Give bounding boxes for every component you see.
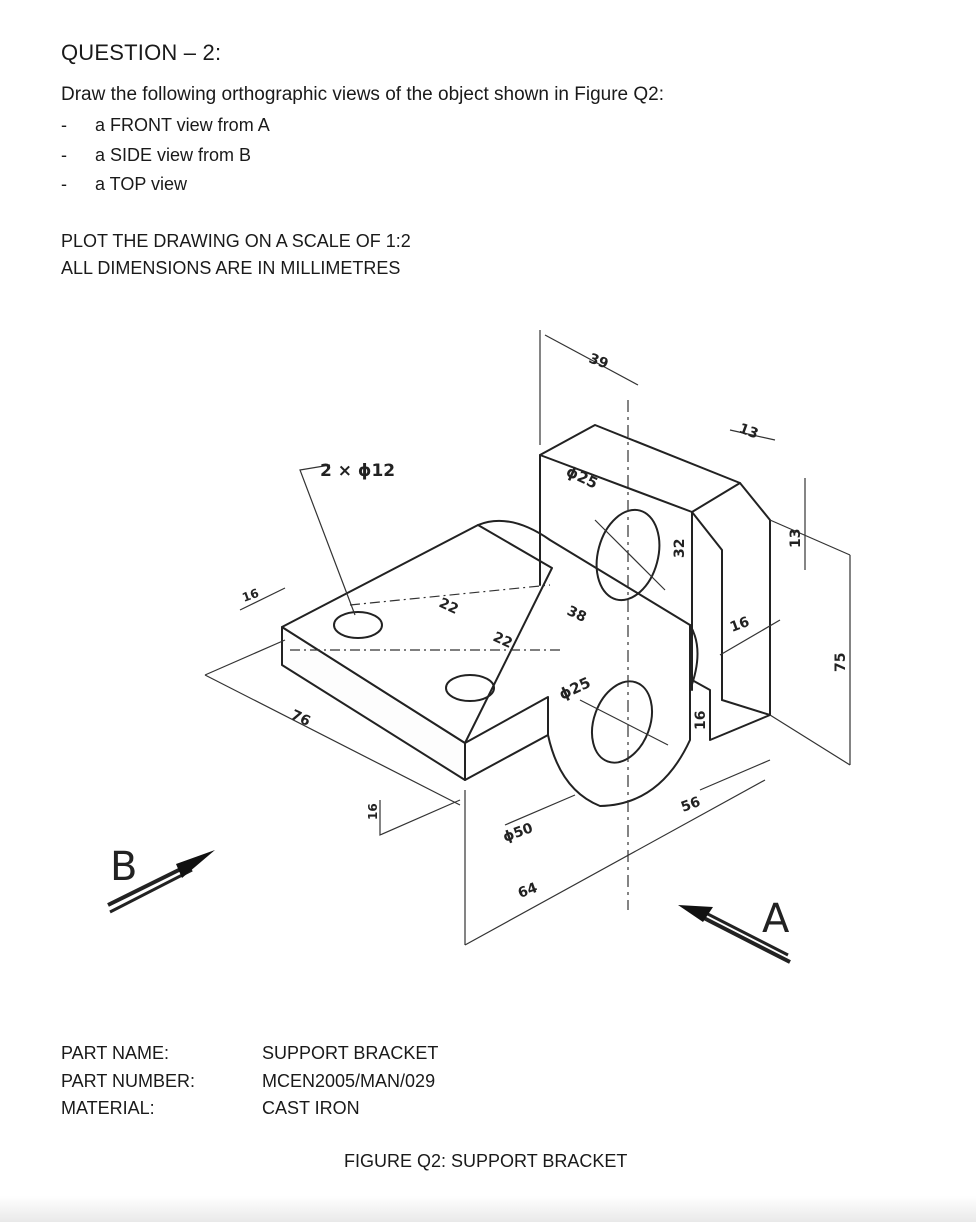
dim-25-mid: ϕ25 [556,673,593,703]
base-block [281,519,691,781]
dim-39: 39 [587,351,611,373]
dim-38: 38 [564,603,588,626]
upright-plate [539,424,771,741]
part-info: PART NAME: SUPPORT BRACKET PART NUMBER: … [61,1041,561,1124]
bullet-dash: - [61,174,67,194]
part-label: PART NAME: [61,1043,170,1063]
view-text: a TOP view [95,174,188,194]
dim-13: 13 [737,421,761,443]
dim-75: 75 [833,653,849,672]
half-cylinder [547,624,699,807]
dim-16-left: 16 [240,586,260,605]
view-arrows [107,850,791,964]
view-text: a SIDE view from B [95,144,252,165]
question-intro: Draw the following orthographic views of… [61,84,665,105]
part-label: PART NUMBER: [61,1070,196,1091]
part-label: MATERIAL: [61,1098,155,1118]
dim-holes: 2 × ϕ12 [320,461,395,481]
units-line: ALL DIMENSIONS ARE IN MILLIMETRES [61,258,401,278]
views-list: - a FRONT view from A - a SIDE view from B… [61,114,270,203]
part-value: CAST IRON [262,1098,360,1118]
dim-22-b: 22 [490,629,514,652]
scale-note: PLOT THE DRAWING ON A SCALE OF 1:2 ALL D… [61,228,411,282]
holes [333,508,661,764]
dim-22-a: 22 [436,595,460,618]
dim-13-side: 13 [788,529,804,548]
part-value: MCEN2005/MAN/029 [262,1070,436,1091]
isometric-drawing: B A 2 × ϕ12 39 ϕ25 13 13 32 38 16 22 22 … [107,330,851,964]
dim-76: 76 [288,707,312,730]
scale-line: PLOT THE DRAWING ON A SCALE OF 1:2 [61,231,411,251]
dim-32: 32 [672,539,688,558]
dim-64: 64 [516,880,540,902]
part-row: PART NAME: SUPPORT BRACKET [61,1041,561,1069]
page-edge [0,1196,976,1222]
part-row: PART NUMBER: MCEN2005/MAN/029 [61,1069,561,1097]
view-text: a FRONT view from A [95,115,270,135]
list-item: - a FRONT view from A [61,114,270,144]
part-value: SUPPORT BRACKET [262,1043,439,1063]
question-title: QUESTION – 2: [61,40,222,65]
view-label-b: B [110,844,137,890]
dim-56: 56 [679,794,703,816]
figure-caption: FIGURE Q2: SUPPORT BRACKET [344,1151,628,1171]
part-row: MATERIAL: CAST IRON [61,1096,561,1124]
dim-16-bottom: 16 [366,803,380,820]
dim-16-right: 16 [728,614,752,636]
bullet-dash: - [61,115,67,135]
bullet-dash: - [61,144,67,165]
view-label-a: A [762,896,790,942]
list-item: - a SIDE view from B [61,144,270,174]
dim-16-vert: 16 [693,711,709,730]
list-item: - a TOP view [61,173,270,203]
